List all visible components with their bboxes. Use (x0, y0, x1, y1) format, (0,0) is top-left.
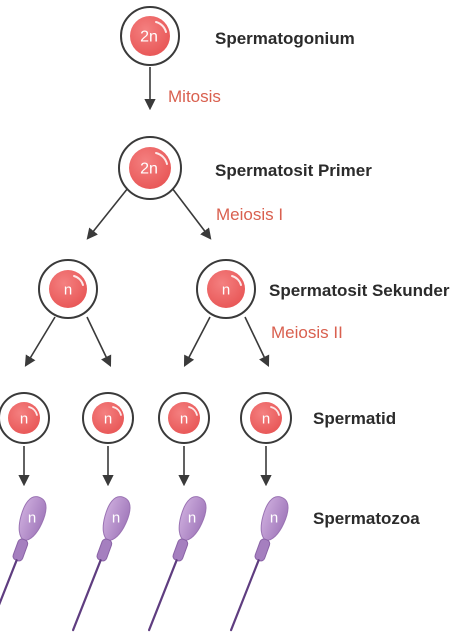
cell-secondary-spermatocyte-left: n (38, 259, 98, 319)
cell-spermatid-3: n (158, 392, 210, 444)
arrow-meiosis2-rr (244, 316, 270, 368)
ploidy-label: n (112, 510, 120, 527)
ploidy-label: 2n (140, 161, 158, 178)
sperm-1: n (0, 496, 47, 632)
cell-spermatid-2: n (82, 392, 134, 444)
cell-spermatid-4: n (240, 392, 292, 444)
label-meiosis-2: Meiosis II (271, 323, 343, 342)
ploidy-label: n (262, 411, 270, 428)
ploidy-label: n (188, 510, 196, 527)
label-secondary-spermatocyte: Spermatosit Sekunder (269, 281, 450, 300)
sperm-2: n (71, 496, 131, 632)
ploidy-label: n (104, 411, 112, 428)
cell-primary-spermatocyte: 2n (118, 136, 182, 200)
cell-spermatid-1: n (0, 392, 50, 444)
sperm-4: n (229, 496, 289, 632)
label-primary-spermatocyte: Spermatosit Primer (215, 161, 372, 180)
cell-spermatogonium: 2n (120, 6, 180, 66)
arrow-meiosis1-right (171, 187, 212, 240)
label-spermatid: Spermatid (313, 409, 396, 428)
ploidy-label: 2n (140, 29, 158, 46)
sperm-3: n (147, 496, 207, 632)
label-spermatozoa: Spermatozoa (313, 509, 420, 528)
ploidy-label: n (64, 282, 72, 299)
arrow-meiosis1-left (86, 187, 129, 240)
arrow-meiosis2-rl (183, 316, 211, 367)
label-meiosis-1: Meiosis I (216, 205, 283, 224)
label-spermatogonium: Spermatogonium (215, 29, 355, 48)
arrow-meiosis2-lr (86, 316, 112, 368)
ploidy-label: n (20, 411, 28, 428)
arrows (18, 67, 272, 487)
arrow-meiosis2-ll (24, 316, 56, 367)
label-mitosis: Mitosis (168, 87, 221, 106)
cell-secondary-spermatocyte-right: n (196, 259, 256, 319)
ploidy-label: n (28, 510, 36, 527)
ploidy-label: n (222, 282, 230, 299)
ploidy-label: n (270, 510, 278, 527)
ploidy-label: n (180, 411, 188, 428)
